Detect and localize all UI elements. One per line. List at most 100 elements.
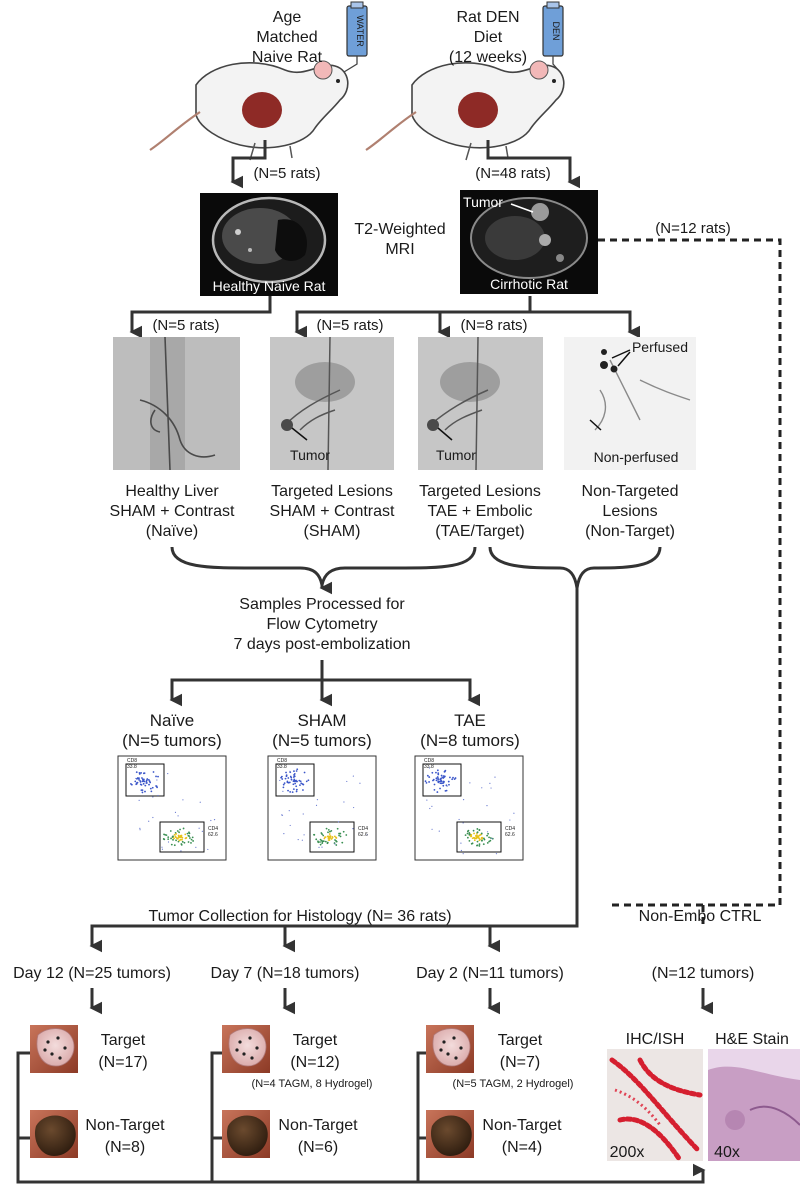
den-bottle-label: DEN — [551, 21, 561, 40]
svg-text:CD4: CD4 — [358, 826, 368, 832]
flow-tae-n: (N=8 tumors) — [420, 731, 520, 750]
flow-title-3: 7 days post-embolization — [234, 636, 411, 653]
angio-sham-tumor-label: Tumor — [290, 447, 330, 463]
group-sham-count: (N=5 rats) — [316, 317, 383, 334]
group-tae-line3: (TAE/Target) — [435, 523, 525, 540]
group-tae-count: (N=8 rats) — [460, 317, 527, 334]
group-naive-line1: Healthy Liver — [125, 483, 219, 500]
day7-target-note: (N=4 TAGM, 8 Hydrogel) — [252, 1078, 373, 1090]
day12-nontarget-label: Non-Target — [85, 1117, 165, 1134]
mri-tumor-label: Tumor — [463, 194, 503, 210]
angio-naive-image — [113, 336, 240, 471]
day2-nontarget-label: Non-Target — [482, 1117, 562, 1134]
nonembo-label: Non-Embo CTRL — [639, 908, 762, 925]
he-mag: 40x — [714, 1144, 740, 1161]
day2-label: Day 2 (N=11 tumors) — [416, 965, 564, 982]
histology-title: Tumor Collection for Histology (N= 36 ra… — [148, 908, 451, 925]
tumor-icons — [30, 1025, 474, 1158]
he-label: H&E Stain — [715, 1031, 789, 1048]
svg-text:CD8: CD8 — [424, 758, 434, 764]
mri-healthy-image — [200, 193, 338, 296]
ihc-ish-image — [607, 1049, 703, 1163]
day12-nontarget-n: (N=8) — [105, 1139, 145, 1156]
group-sham-line3: (SHAM) — [304, 523, 361, 540]
flow-naive-name: Naïve — [150, 711, 194, 730]
group-sham-line2: SHAM + Contrast — [270, 503, 395, 520]
angio-sham-image — [270, 336, 394, 471]
svg-text:CD4: CD4 — [208, 826, 218, 832]
day12-label: Day 12 (N=25 tumors) — [13, 965, 171, 982]
svg-text:62.6: 62.6 — [505, 832, 515, 838]
naive-bottle-label: WATER — [355, 15, 365, 47]
mri-healthy-caption: Healthy Naive Rat — [213, 278, 326, 294]
day2-target-label: Target — [498, 1032, 543, 1049]
group-nontarget-line1: Non-Targeted — [582, 483, 679, 500]
flow-sham-name: SHAM — [297, 711, 346, 730]
naive-rat: WATER — [149, 1, 368, 161]
naive-rat-label-3: Naive Rat — [252, 49, 323, 66]
mri-label-2: MRI — [385, 241, 414, 258]
connector-lines — [16, 140, 714, 1184]
target-tumor-icon — [426, 1025, 474, 1073]
svg-text:CD4: CD4 — [505, 826, 515, 832]
angio-tae-tumor-label: Tumor — [436, 447, 476, 463]
nonembo-dashed-line — [598, 238, 782, 907]
flow-naive-n: (N=5 tumors) — [122, 731, 222, 750]
mri-label-1: T2-Weighted — [354, 221, 445, 238]
den-rats-count: (N=48 rats) — [475, 165, 550, 182]
day7-nontarget-n: (N=6) — [298, 1139, 338, 1156]
day2-target-n: (N=7) — [500, 1054, 540, 1071]
flow-tae-name: TAE — [454, 711, 486, 730]
den-rat-label-3: (12 weeks) — [449, 49, 527, 66]
day7-label: Day 7 (N=18 tumors) — [211, 965, 360, 982]
group-sham-line1: Targeted Lesions — [271, 483, 393, 500]
day7-target-n: (N=12) — [290, 1054, 339, 1071]
nontarget-tumor-icon — [222, 1110, 270, 1158]
he-stain-image — [708, 1049, 800, 1161]
target-tumor-icon — [222, 1025, 270, 1073]
nontarget-tumor-icon — [30, 1110, 78, 1158]
ihc-mag: 200x — [610, 1144, 645, 1161]
nonembo-count: (N=12 tumors) — [652, 965, 755, 982]
svg-text:CD8: CD8 — [277, 758, 287, 764]
den-rat-label-1: Rat DEN — [456, 9, 519, 26]
angio-nonperfused-label: Non-perfused — [594, 449, 679, 465]
svg-text:33.8: 33.8 — [127, 764, 137, 770]
day2-nontarget-n: (N=4) — [502, 1139, 542, 1156]
target-tumor-icon — [30, 1025, 78, 1073]
group-naive-line2: SHAM + Contrast — [110, 503, 235, 520]
day12-target-label: Target — [101, 1032, 146, 1049]
flow-title-1: Samples Processed for — [239, 596, 405, 613]
den-rat: DEN — [365, 1, 565, 161]
day7-nontarget-label: Non-Target — [278, 1117, 358, 1134]
svg-text:33.8: 33.8 — [277, 764, 287, 770]
group-nontarget-line2: Lesions — [602, 503, 657, 520]
svg-text:62.6: 62.6 — [208, 832, 218, 838]
flow-sham-n: (N=5 tumors) — [272, 731, 372, 750]
nonembo-rats-count: (N=12 rats) — [655, 220, 730, 237]
naive-rat-label-1: Age — [273, 9, 302, 26]
svg-text:CD8: CD8 — [127, 758, 137, 764]
group-labels: Healthy Liver SHAM + Contrast (Naïve) Ta… — [110, 483, 679, 540]
den-rat-label-2: Diet — [474, 29, 503, 46]
group-tae-line2: TAE + Embolic — [427, 503, 532, 520]
ihc-label: IHC/ISH — [626, 1031, 685, 1048]
group-naive-line3: (Naïve) — [146, 523, 198, 540]
mri-cirrhotic-caption: Cirrhotic Rat — [490, 276, 568, 292]
svg-text:33.8: 33.8 — [424, 764, 434, 770]
group-nontarget-line3: (Non-Target) — [585, 523, 675, 540]
mri-cirrhotic-image — [460, 190, 598, 294]
group-tae-line1: Targeted Lesions — [419, 483, 541, 500]
group-naive-count: (N=5 rats) — [152, 317, 219, 334]
angio-tae-image — [418, 336, 543, 471]
day7-target-label: Target — [293, 1032, 338, 1049]
day12-target-n: (N=17) — [98, 1054, 147, 1071]
angio-perfused-label: Perfused — [632, 339, 688, 355]
day2-target-note: (N=5 TAGM, 2 Hydrogel) — [453, 1078, 574, 1090]
naive-rats-count: (N=5 rats) — [253, 165, 320, 182]
angio-nontarget-image — [564, 337, 696, 470]
